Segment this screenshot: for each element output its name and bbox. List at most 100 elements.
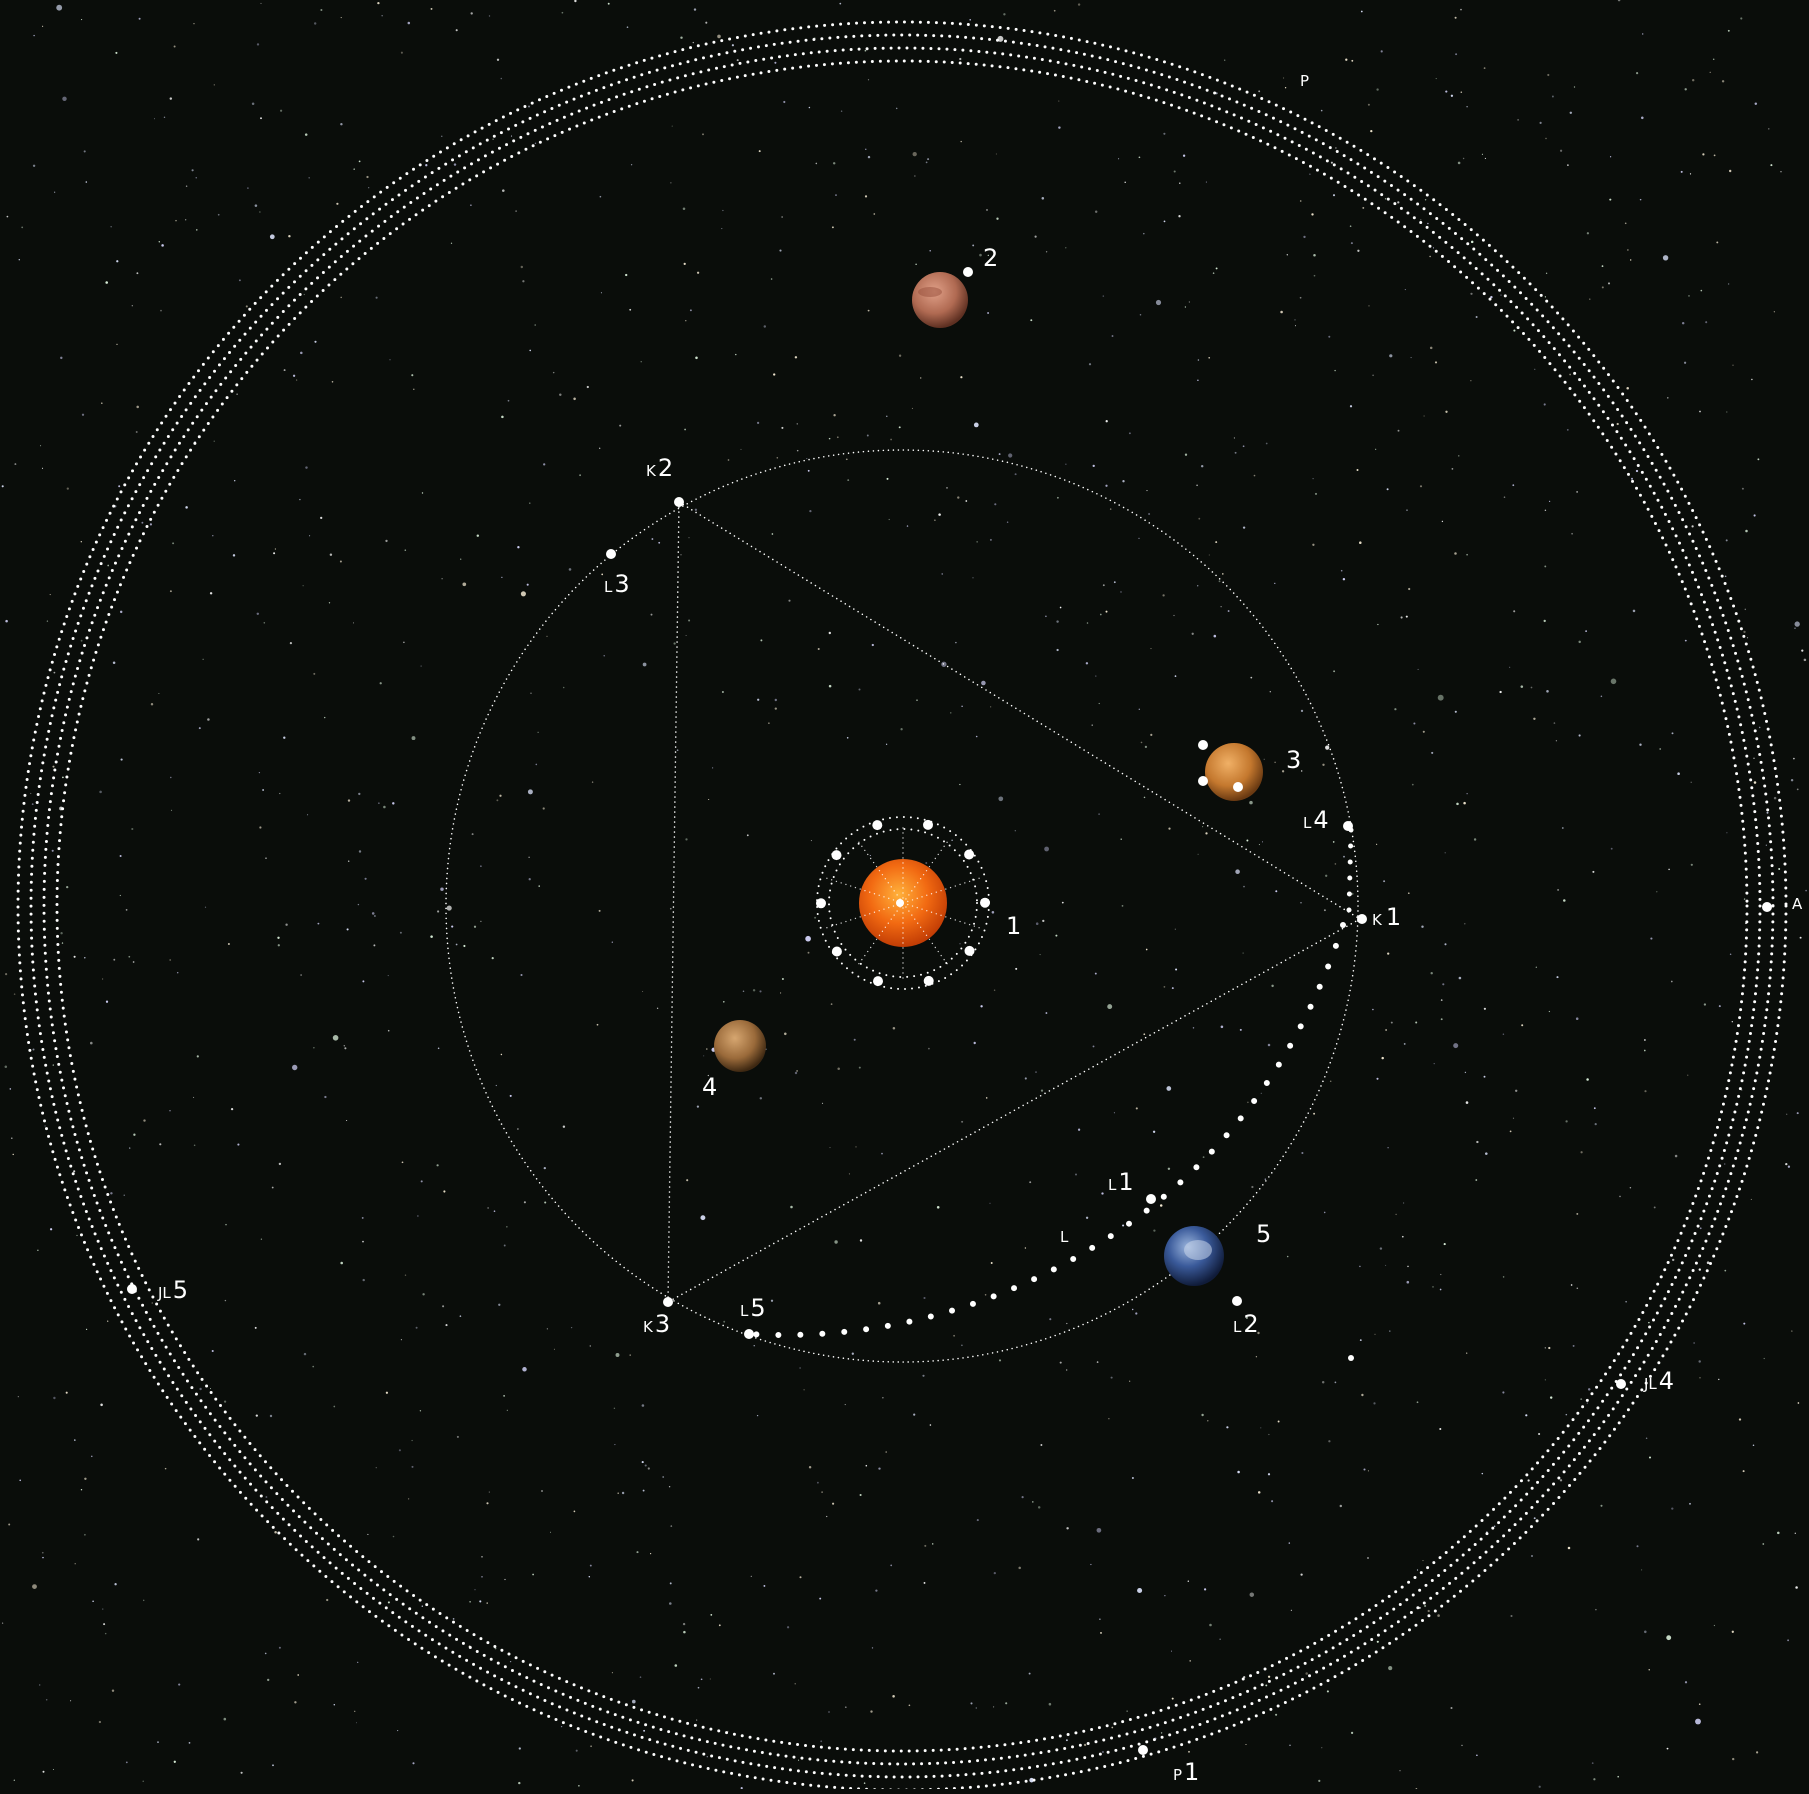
star — [875, 1589, 878, 1592]
star — [1803, 658, 1807, 662]
star — [1108, 1418, 1110, 1420]
star — [44, 1125, 46, 1127]
star — [118, 485, 121, 488]
star — [1567, 164, 1569, 166]
star — [532, 1573, 534, 1576]
star — [1290, 1609, 1292, 1611]
star — [53, 671, 56, 674]
star — [1687, 1074, 1689, 1076]
star — [1387, 952, 1390, 955]
star — [344, 1047, 347, 1050]
star — [629, 308, 632, 311]
star — [1162, 594, 1165, 597]
star — [692, 41, 694, 44]
star — [960, 376, 963, 379]
star — [329, 553, 333, 556]
star — [1773, 311, 1775, 313]
star — [621, 1491, 625, 1495]
star — [517, 546, 520, 549]
star — [324, 716, 326, 719]
star — [111, 1689, 115, 1692]
star — [924, 1544, 927, 1547]
star — [1410, 357, 1412, 359]
star — [285, 923, 288, 926]
star — [1367, 103, 1370, 106]
star — [1044, 846, 1049, 852]
star — [1706, 1261, 1710, 1264]
star — [1245, 1316, 1248, 1319]
star — [1636, 1545, 1639, 1548]
star — [1243, 1676, 1246, 1679]
star — [1124, 181, 1126, 184]
star — [518, 1747, 521, 1750]
star — [352, 622, 355, 624]
star — [1702, 153, 1705, 156]
star — [371, 912, 375, 915]
star — [1334, 1381, 1337, 1384]
star — [1184, 306, 1187, 308]
star — [515, 210, 517, 212]
star — [112, 661, 116, 665]
star — [1265, 1684, 1268, 1687]
star — [1671, 732, 1674, 735]
star — [13, 993, 16, 995]
star — [1356, 469, 1359, 471]
star — [131, 305, 133, 307]
star — [723, 1320, 726, 1323]
star — [1271, 1500, 1274, 1503]
star — [1513, 329, 1516, 332]
star — [680, 554, 682, 556]
star — [33, 34, 35, 37]
star — [877, 1301, 881, 1305]
star — [1422, 1560, 1424, 1562]
star — [973, 422, 979, 428]
star — [1325, 874, 1328, 877]
star — [1738, 1418, 1742, 1421]
star — [462, 582, 467, 587]
star — [1548, 500, 1551, 503]
star — [274, 1530, 277, 1534]
star — [892, 1695, 895, 1698]
star — [1548, 1010, 1551, 1013]
star — [1397, 201, 1400, 204]
star — [1260, 1427, 1262, 1429]
star — [1549, 1396, 1553, 1399]
star — [1641, 1569, 1643, 1571]
star — [986, 209, 988, 211]
star — [339, 560, 342, 563]
star — [272, 1764, 274, 1767]
star — [1724, 575, 1727, 578]
star — [1184, 453, 1188, 456]
star — [283, 736, 286, 739]
star — [1470, 380, 1472, 382]
star — [844, 1706, 847, 1709]
star — [973, 1041, 976, 1045]
star — [73, 955, 76, 958]
star — [85, 181, 88, 183]
star — [158, 241, 160, 243]
star — [794, 356, 798, 359]
star — [959, 57, 962, 61]
star — [709, 1678, 711, 1680]
star — [835, 194, 837, 196]
star — [650, 613, 653, 616]
star — [1257, 1491, 1261, 1494]
l5-label-prefix: L — [740, 1302, 749, 1320]
star — [680, 36, 683, 39]
star — [864, 195, 868, 198]
star — [420, 665, 422, 667]
star — [1713, 1624, 1716, 1627]
star — [1281, 770, 1285, 773]
star — [31, 803, 34, 805]
star — [923, 1581, 926, 1584]
star — [346, 1119, 348, 1122]
star — [867, 309, 870, 312]
star — [202, 658, 204, 660]
star — [1544, 1379, 1546, 1381]
star — [80, 541, 82, 543]
star — [1395, 1213, 1397, 1216]
star — [470, 12, 473, 15]
star — [1576, 1287, 1579, 1289]
star — [40, 445, 42, 447]
star — [278, 1646, 281, 1649]
